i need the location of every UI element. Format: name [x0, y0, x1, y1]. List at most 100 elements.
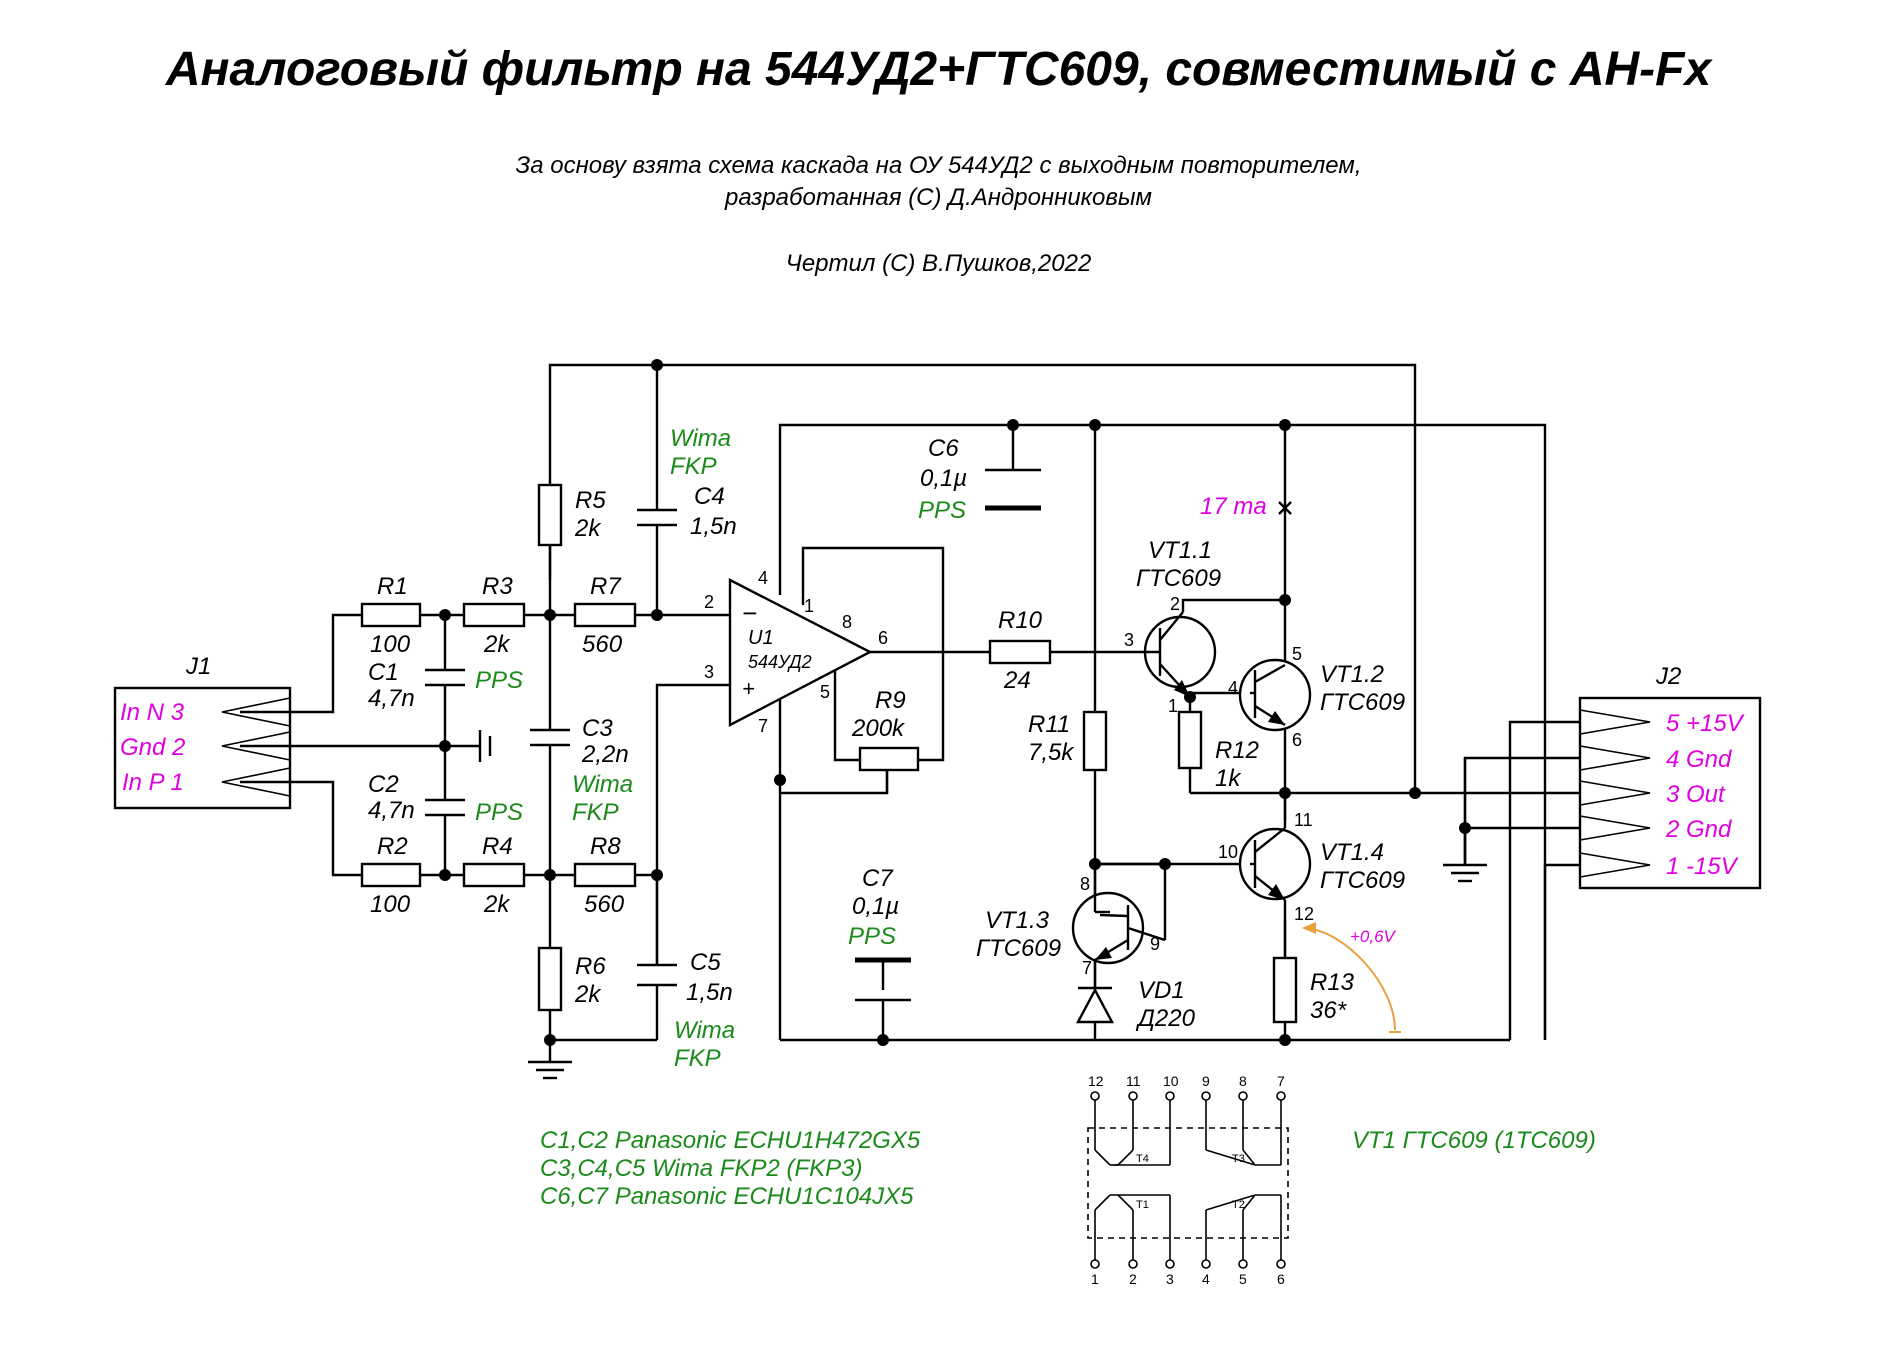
pinout-top-6: 7 — [1277, 1073, 1285, 1089]
author-line: Чертил (С) В.Пушков,2022 — [785, 250, 1092, 277]
pinout-bottom-2: 2 — [1129, 1271, 1137, 1287]
c4-type-2: FKP — [670, 453, 717, 480]
resistors: R1 100 R2 100 R3 2k R4 2k R5 2k R6 2k R7… — [360, 483, 1355, 1024]
c2-value: 4,7n — [368, 797, 415, 824]
opamp-pin-4: 4 — [758, 568, 768, 588]
resistor-r6 — [537, 946, 563, 1012]
pinout-top-2: 11 — [1126, 1073, 1141, 1089]
vt1-1-part: ГТС609 — [1136, 565, 1221, 592]
c3-value: 2,2n — [581, 741, 629, 768]
r12-value: 1k — [1215, 765, 1242, 792]
j2-pin-3: 3 Out — [1666, 781, 1726, 808]
vt1-2-pin-5: 5 — [1292, 644, 1302, 664]
resistor-r10 — [988, 639, 1052, 665]
diode-vd1: VD1 Д220 — [1076, 977, 1196, 1032]
opamp-pin-1: 1 — [804, 596, 814, 616]
subtitle-line-1: За основу взята схема каскада на ОУ 544У… — [515, 152, 1362, 179]
r13-ref: R13 — [1310, 969, 1355, 996]
r10-ref: R10 — [998, 607, 1043, 634]
ground-symbol-r6 — [528, 1060, 572, 1080]
r1-value: 100 — [370, 631, 411, 658]
r4-ref: R4 — [482, 833, 513, 860]
j1-ref: J1 — [185, 653, 211, 680]
opamp-pin-6: 6 — [878, 628, 888, 648]
voltage-annotation: +0,6V — [1350, 927, 1397, 946]
r3-ref: R3 — [482, 573, 513, 600]
vt1-1-pin-1: 1 — [1168, 696, 1178, 716]
r8-ref: R8 — [590, 833, 621, 860]
pinout-t2: T2 — [1232, 1199, 1245, 1211]
note-1: C1,C2 Panasonic ECHU1H472GX5 — [540, 1127, 921, 1154]
c1-ref: C1 — [368, 659, 399, 686]
r7-value: 560 — [582, 631, 623, 658]
note-3: C6,C7 Panasonic ECHU1C104JX5 — [540, 1183, 914, 1210]
vt1-4-pin-12: 12 — [1294, 904, 1314, 924]
opamp-pin-3: 3 — [704, 662, 714, 682]
c7-ref: C7 — [862, 865, 894, 892]
opamp-ref: U1 — [748, 627, 774, 649]
ground-symbol-output — [1443, 863, 1487, 883]
vt1-3-pin-8: 8 — [1080, 874, 1090, 894]
connector-j1: J1 In N 3 Gnd 2 In P 1 — [113, 653, 292, 810]
vt1-4-pin-10: 10 — [1218, 842, 1238, 862]
j2-pin-4: 4 Gnd — [1666, 746, 1732, 773]
r11-value: 7,5k — [1028, 739, 1075, 766]
opamp-minus: − — [742, 598, 757, 628]
resistor-r1 — [360, 602, 422, 628]
wires — [240, 363, 1580, 1062]
r5-ref: R5 — [575, 487, 606, 514]
page-title: Аналоговый фильтр на 544УД2+ГТС609, совм… — [165, 43, 1712, 96]
pinout-caption: VT1 ГТС609 (1ТС609) — [1352, 1127, 1596, 1154]
c2-ref: C2 — [368, 771, 399, 798]
transistor-vt1-3: VT1.3 ГТС609 7 8 9 — [976, 864, 1167, 988]
c6-type: PPS — [918, 497, 966, 524]
r4-value: 2k — [483, 891, 511, 918]
r2-value: 100 — [370, 891, 411, 918]
opamp-pin-2: 2 — [704, 592, 714, 612]
vt1-3-ref: VT1.3 — [985, 907, 1050, 934]
vt1-3-pin-9: 9 — [1150, 934, 1160, 954]
resistor-r9 — [858, 746, 920, 772]
c1-type: PPS — [475, 667, 523, 694]
pinout-bottom-1: 1 — [1091, 1271, 1099, 1287]
voltage-arrow — [1303, 927, 1396, 1031]
opamp-pin-5: 5 — [820, 682, 830, 702]
vt1-3-pin-7: 7 — [1082, 958, 1092, 978]
vt1-2-pin-6: 6 — [1292, 730, 1302, 750]
j1-pin-1: In P 1 — [122, 769, 184, 796]
c6-ref: C6 — [928, 435, 959, 462]
c3-type-2: FKP — [572, 799, 619, 826]
j2-ref: J2 — [1655, 663, 1681, 690]
c3-ref: C3 — [582, 715, 613, 742]
opamp-part: 544УД2 — [748, 652, 812, 672]
c5-type-1: Wima — [674, 1017, 735, 1044]
pinout-top-3: 10 — [1163, 1073, 1179, 1089]
pinout-bottom-5: 5 — [1239, 1271, 1247, 1287]
r7-ref: R7 — [590, 573, 622, 600]
resistor-r11 — [1082, 710, 1108, 772]
r11-ref: R11 — [1028, 711, 1070, 738]
current-annotation: 17 ma — [1200, 493, 1267, 520]
capacitor-c3 — [530, 728, 570, 747]
vt1-4-ref: VT1.4 — [1320, 839, 1384, 866]
pinout-diagram: 12 11 10 9 8 7 1 2 3 4 5 6 T4 T3 T1 T2 V… — [1087, 1073, 1596, 1287]
capacitor-c5 — [637, 875, 677, 987]
capacitor-c2 — [425, 798, 465, 817]
r8-value: 560 — [584, 891, 625, 918]
pinout-top-4: 9 — [1202, 1073, 1210, 1089]
capacitor-c6 — [985, 468, 1041, 511]
connector-j2: J2 5 +15V 4 Gnd 3 Out 2 Gnd 1 -15V — [1578, 663, 1762, 890]
opamp-plus: + — [742, 676, 755, 701]
capacitor-c4 — [637, 508, 677, 527]
note-2: C3,C4,C5 Wima FKP2 (FKP3) — [540, 1155, 863, 1182]
j2-pin-2: 2 Gnd — [1665, 816, 1732, 843]
c7-value: 0,1µ — [852, 893, 899, 920]
vt1-2-part: ГТС609 — [1320, 689, 1405, 716]
vt1-4-pin-11: 11 — [1294, 810, 1313, 830]
vt1-2-pin-4: 4 — [1228, 678, 1238, 698]
vt1-1-ref: VT1.1 — [1148, 537, 1212, 564]
capacitor-c7 — [855, 957, 911, 1002]
j2-pin-5: 5 +15V — [1666, 710, 1745, 737]
capacitors: C1 4,7n PPS C2 4,7n PPS C3 2,2n Wima FKP… — [368, 425, 1041, 1072]
